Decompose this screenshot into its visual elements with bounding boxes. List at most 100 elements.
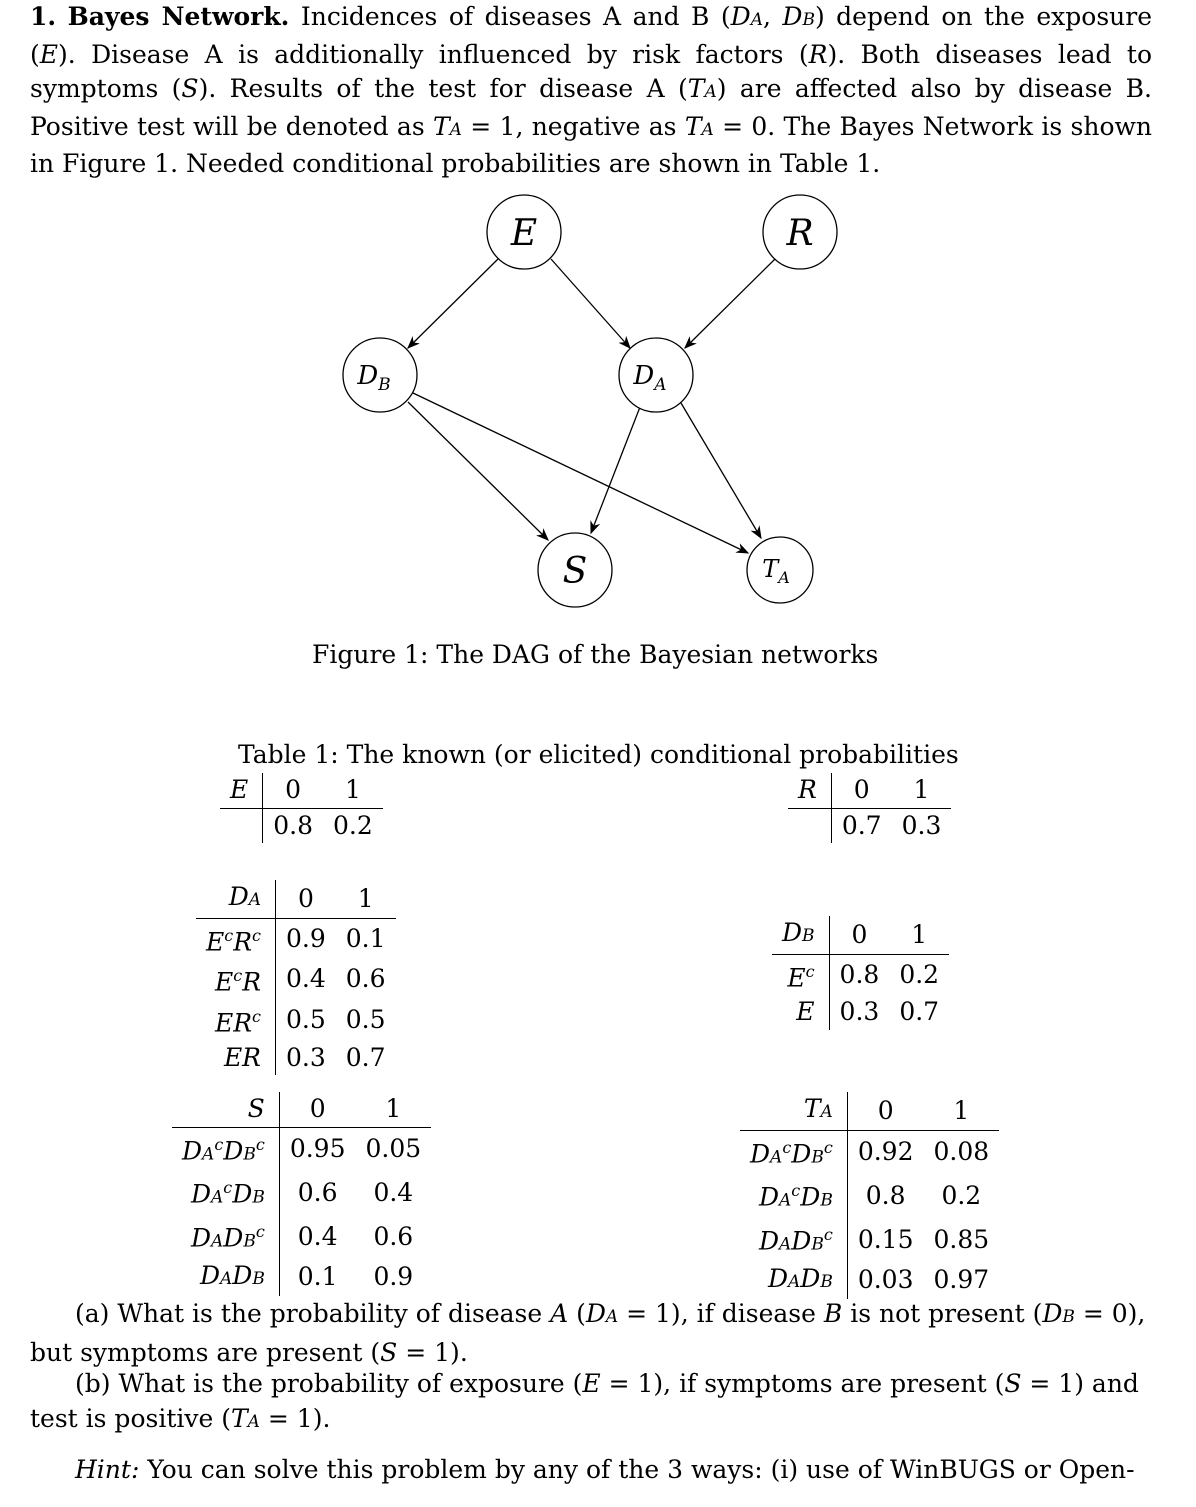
table-cell: 0.6 — [297, 1177, 338, 1207]
table-header: TA — [740, 1092, 848, 1131]
table-cell: 0.08 — [933, 1137, 990, 1167]
table-cell: 0.85 — [933, 1224, 990, 1254]
edge-e-da — [550, 258, 631, 349]
problem-text: = 0. The Bayes Network is shown in Figur… — [30, 111, 1152, 179]
node-db: DB — [342, 337, 418, 413]
bayes-network-dag: E R DB DA S TA — [342, 194, 838, 608]
table-row-label: DAcDB — [172, 1171, 280, 1216]
table-cell: 0.4 — [286, 964, 326, 994]
table-header: 1 — [889, 916, 950, 955]
table-header: 0 — [279, 1092, 356, 1128]
table-cell: 0.92 — [857, 1137, 914, 1167]
table-cell: 0.95 — [289, 1134, 346, 1164]
table-cell: 0.7 — [899, 997, 940, 1027]
edge-da-ta — [680, 402, 762, 540]
hint-label: Hint: — [75, 1455, 140, 1484]
edge-r-da — [684, 258, 776, 349]
table-header: 0 — [262, 773, 324, 809]
node-ta: TA — [746, 536, 814, 604]
table-row-label: DAcDB — [740, 1174, 848, 1219]
table-row-label: ERc — [196, 1000, 277, 1041]
problem-text: ) are affected also by disease B. Positi… — [30, 74, 1152, 141]
table-header: 0 — [847, 1092, 924, 1131]
question-text: = 1), if symptoms are present ( — [600, 1369, 1005, 1398]
edge-da-s — [590, 406, 641, 535]
figure-caption: Figure 1: The DAG of the Bayesian networ… — [312, 640, 879, 669]
table-header: 1 — [891, 773, 952, 809]
table-cell: 0.5 — [345, 1005, 386, 1035]
table-row-label: DADB — [740, 1261, 848, 1300]
table-row-label: EcR — [196, 959, 277, 1001]
table-cell: 0.3 — [901, 810, 942, 840]
table-header: DA — [196, 880, 277, 919]
table-row-label: DADB — [172, 1258, 280, 1297]
table-cell: 0.7 — [345, 1042, 386, 1072]
table-row-label: DAcDBc — [740, 1130, 848, 1175]
table-cell: 0.5 — [286, 1005, 326, 1035]
table-header: 0 — [829, 916, 890, 955]
table-cell: 0.6 — [373, 1221, 414, 1251]
table-header: 1 — [323, 773, 383, 809]
problem-text: ). Both diseases lead to symptoms ( — [30, 39, 1152, 104]
node-r: R — [762, 194, 838, 270]
table-cell: 0.9 — [373, 1262, 414, 1292]
table-cell: 0.3 — [286, 1042, 326, 1072]
problem-title: Bayes Network. — [67, 2, 290, 31]
node-da: DA — [618, 337, 694, 413]
question-text: (a) What is the probability of disease — [75, 1299, 551, 1328]
svg-text:R: R — [785, 213, 813, 254]
table-header: DB — [772, 916, 830, 955]
table-cell: 0.6 — [345, 964, 386, 994]
table-cell: 0.15 — [857, 1224, 914, 1254]
table-cell: 0.97 — [933, 1265, 990, 1295]
table-cell: 0.8 — [865, 1180, 906, 1210]
table-header: 1 — [335, 880, 396, 919]
edge-db-s — [407, 401, 549, 541]
table-cell: 0.1 — [345, 923, 386, 953]
table-header: 0 — [275, 880, 336, 919]
node-s: S — [537, 532, 613, 608]
question-text: = 0), but symptoms are present ( — [30, 1299, 1146, 1367]
problem-statement: 1. Bayes Network. Incidences of diseases… — [30, 2, 1152, 179]
question-text: is not present ( — [842, 1299, 1043, 1328]
question-text: = 1). — [259, 1404, 331, 1433]
question-text: (b) What is the probability of exposure … — [75, 1369, 583, 1398]
hint: Hint: You can solve this problem by any … — [30, 1452, 1152, 1487]
table-header: S — [172, 1092, 280, 1128]
table-header: 1 — [923, 1092, 1000, 1131]
table-cell: 0.4 — [373, 1177, 414, 1207]
table-cell: 0.2 — [333, 810, 373, 840]
table-cell: 0.03 — [857, 1265, 914, 1295]
table-cell: 0.05 — [365, 1134, 422, 1164]
table-cell: 0.8 — [839, 959, 880, 989]
question-a: (a) What is the probability of disease A… — [30, 1299, 1146, 1367]
table-header: 0 — [831, 773, 892, 809]
table-cell: 0.8 — [273, 810, 314, 840]
table-row-label: DADBc — [740, 1218, 848, 1262]
table-caption: Table 1: The known (or elicited) conditi… — [238, 740, 959, 769]
edge-db-ta — [412, 392, 750, 554]
table-row-label: Ec — [772, 954, 830, 996]
table-cell: 0.3 — [839, 997, 880, 1027]
question-text: = 1) and test is positive ( — [30, 1369, 1139, 1433]
table-header: R — [788, 773, 832, 809]
table-row-label: ER — [196, 1040, 277, 1076]
table-row-label: E — [772, 995, 830, 1030]
table-cell: 0.2 — [941, 1180, 982, 1210]
table-cell: 0.4 — [297, 1221, 338, 1251]
table-header: 1 — [355, 1092, 432, 1128]
problem-text: ) depend on the exposure ( — [30, 2, 1152, 69]
table-row-label: EcRc — [196, 918, 277, 960]
problem-text: ). Results of the test for disease A ( — [198, 74, 688, 103]
table-row-label: DAcDBc — [172, 1127, 280, 1172]
svg-text:S: S — [563, 551, 588, 592]
question-b: (b) What is the probability of exposure … — [30, 1369, 1139, 1433]
problem-text: ). Disease A is additionally influenced … — [58, 39, 809, 69]
question-text: = 1). — [397, 1338, 468, 1367]
